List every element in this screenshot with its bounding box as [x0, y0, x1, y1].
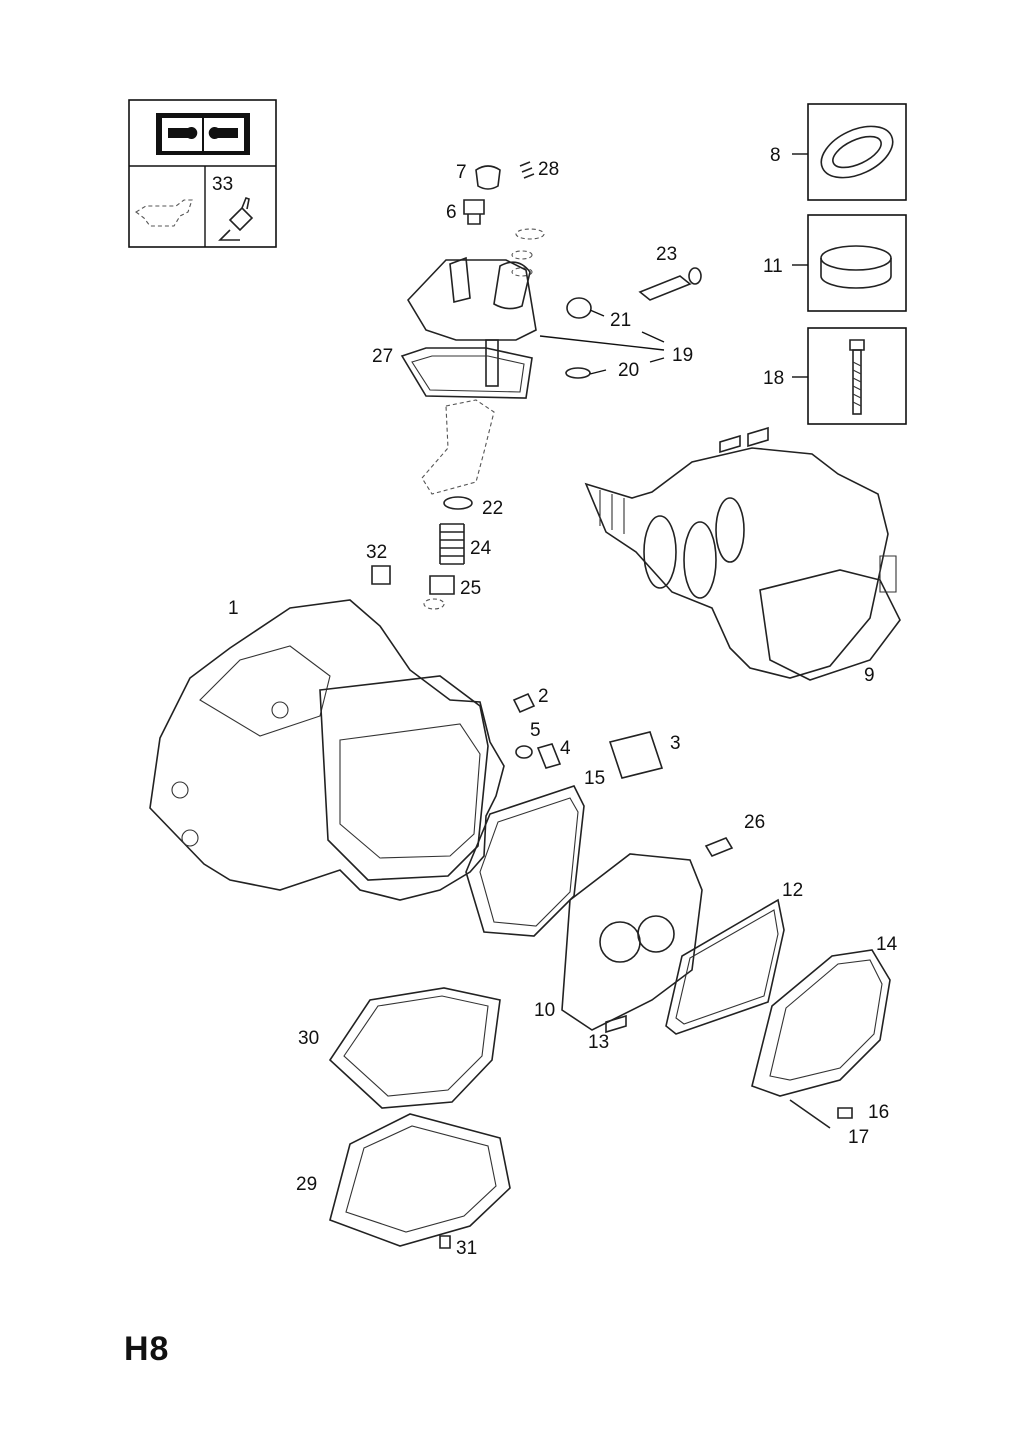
callout-2: 2	[538, 686, 549, 707]
page-code: H8	[124, 1330, 170, 1368]
callout-5: 5	[530, 720, 541, 741]
callout-27: 27	[372, 346, 393, 367]
callout-15: 15	[584, 768, 605, 789]
gasket-12-inner	[675, 909, 779, 1025]
inset-label-8: 8	[770, 145, 781, 166]
inset-label-18: 18	[763, 368, 784, 389]
legend-box: 33	[128, 99, 277, 248]
oil-pan-gasket-30-inner	[343, 995, 489, 1097]
workshop-manual-wrench-icon	[156, 113, 250, 155]
callout-16: 16	[868, 1102, 889, 1123]
callout-21: 21	[610, 310, 631, 331]
sealant-tube-icon	[218, 197, 254, 241]
inset-box-11: 11	[763, 214, 907, 312]
callout-20: 20	[618, 360, 639, 381]
callout-31: 31	[456, 1238, 477, 1259]
gearbox-outline-icon	[135, 199, 193, 227]
transmission-case	[149, 599, 505, 901]
callout-6: 6	[446, 202, 457, 223]
end-housing-10	[561, 837, 734, 1034]
end-cover-14	[751, 949, 891, 1129]
oil-pan-gasket-30	[328, 987, 501, 1109]
oil-pan-29-inner	[345, 1125, 497, 1233]
legend-item-label: 33	[212, 174, 233, 195]
callout-13: 13	[588, 1032, 609, 1053]
callout-10: 10	[534, 1000, 555, 1021]
inset-label-11: 11	[763, 256, 783, 277]
selector-housing-assembly	[371, 161, 702, 610]
callout-9: 9	[864, 665, 875, 686]
callout-3: 3	[670, 733, 681, 754]
inset-box-18: 18	[763, 327, 907, 425]
callout-labels: 1 2 3 4 5 6 7 9 10 12 13 14 15 16 17 19 …	[228, 159, 898, 1259]
leader-lines	[539, 309, 665, 375]
gasket-15-inner	[479, 797, 579, 927]
callout-12: 12	[782, 880, 803, 901]
callout-4: 4	[560, 738, 571, 759]
callout-24: 24	[470, 538, 492, 559]
drain-plug-31	[439, 1235, 451, 1249]
callout-19: 19	[672, 345, 693, 366]
callout-22: 22	[482, 498, 503, 519]
callout-30: 30	[298, 1028, 319, 1049]
callout-14: 14	[876, 934, 898, 955]
oil-pan-29	[329, 1113, 511, 1247]
gasket-12	[665, 898, 785, 1035]
callout-23: 23	[656, 244, 677, 265]
callout-17: 17	[848, 1127, 869, 1148]
callout-25: 25	[460, 578, 481, 599]
callout-28: 28	[538, 159, 559, 180]
callout-29: 29	[296, 1174, 317, 1195]
inset-box-8: 8	[770, 103, 907, 201]
callout-26: 26	[744, 812, 765, 833]
small-parts-group	[512, 692, 664, 779]
gear-cluster-assembly	[584, 426, 901, 681]
callout-32: 32	[366, 542, 387, 563]
callout-1: 1	[228, 598, 239, 619]
callout-7: 7	[456, 162, 467, 183]
gasket-15	[465, 785, 585, 937]
